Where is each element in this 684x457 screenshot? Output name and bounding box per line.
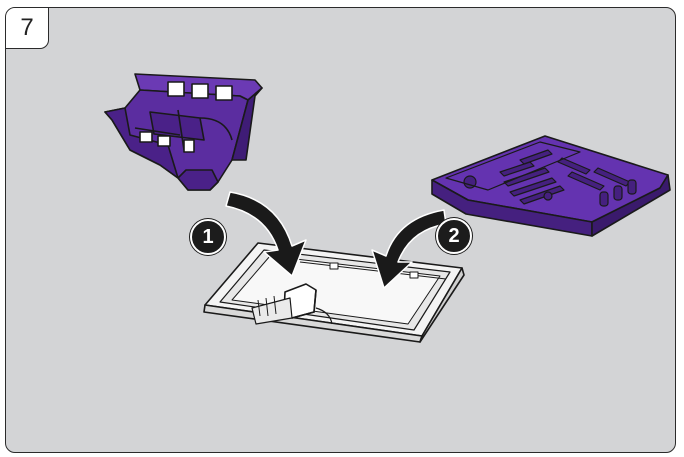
purple-lid	[432, 136, 670, 236]
callout-label: 2	[448, 225, 459, 248]
drain-tray	[204, 243, 464, 342]
callout-label: 1	[202, 226, 213, 249]
callout-badge-2: 2	[436, 218, 472, 254]
purple-basket	[105, 74, 262, 190]
callout-badge-1: 1	[190, 219, 226, 255]
